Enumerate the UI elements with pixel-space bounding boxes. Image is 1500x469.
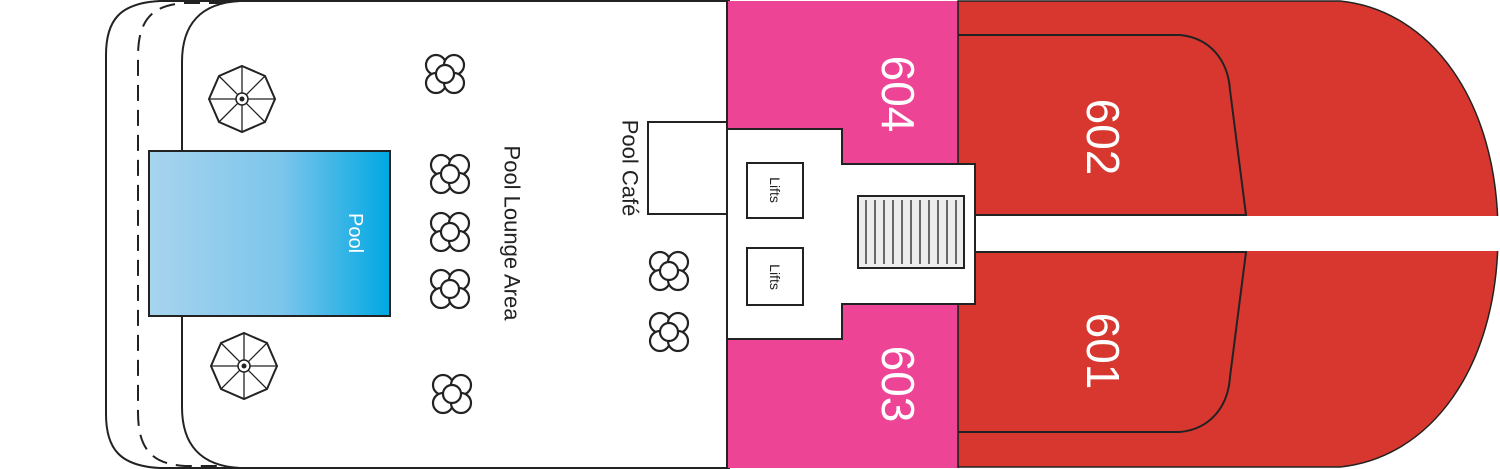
lounge-chairs-icon: [431, 373, 473, 415]
lift-upper: [746, 162, 804, 219]
pool-cafe-counter: [647, 121, 728, 215]
cabin-601-number: 601: [1077, 313, 1129, 390]
lounge-chairs-icon: [648, 250, 690, 292]
cabin-603-number: 603: [872, 346, 924, 423]
lounge-chairs-icon: [429, 153, 471, 195]
pool-label: Pool: [344, 213, 366, 253]
lounge-chairs-icon: [424, 53, 466, 95]
lounge-chairs-icon: [648, 311, 690, 353]
cabin-601-outline: [958, 251, 1248, 433]
pool: [148, 150, 391, 317]
cabin-604-number: 604: [872, 56, 924, 133]
stairs-icon: [857, 195, 965, 269]
lift-upper-label: Lifts: [767, 177, 783, 203]
cabin-602-outline: [958, 34, 1248, 216]
lift-lower-label: Lifts: [767, 264, 783, 290]
cabin-602-number: 602: [1077, 99, 1129, 176]
pool-cafe-label: Pool Café: [618, 120, 643, 217]
umbrella-icon: [208, 65, 276, 133]
lift-lower: [746, 247, 804, 306]
lounge-chairs-icon: [429, 268, 471, 310]
lounge-chairs-icon: [429, 211, 471, 253]
corridor: [975, 216, 1499, 251]
umbrella-icon: [210, 332, 278, 400]
pool-lounge-area-label: Pool Lounge Area: [500, 146, 525, 322]
